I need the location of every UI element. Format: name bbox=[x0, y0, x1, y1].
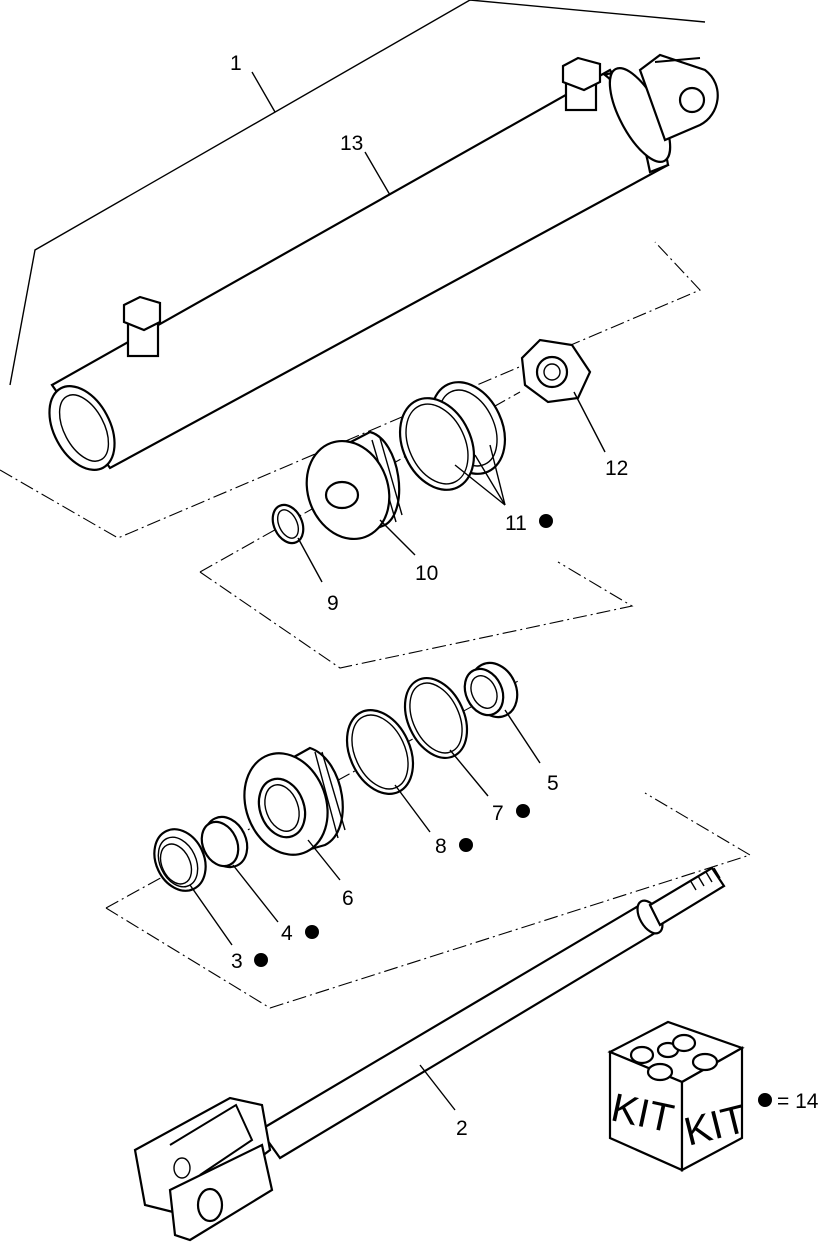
kit-markers bbox=[254, 514, 772, 1107]
callout-4: 4 bbox=[281, 922, 293, 945]
callout-3: 3 bbox=[231, 950, 243, 973]
exploded-plane-piston bbox=[199, 391, 634, 669]
backup-ring-8 bbox=[345, 709, 415, 795]
kit-dot-3 bbox=[254, 953, 268, 967]
kit-legend: = 14 bbox=[777, 1090, 819, 1113]
callout-6: 6 bbox=[342, 887, 354, 910]
callout-2: 2 bbox=[456, 1117, 468, 1140]
kit-dot-7 bbox=[516, 804, 530, 818]
bushing-5 bbox=[463, 661, 519, 719]
callout-5: 5 bbox=[547, 772, 559, 795]
cylinder-barrel bbox=[48, 53, 719, 471]
seal-4 bbox=[200, 815, 249, 869]
o-ring-7 bbox=[403, 677, 469, 759]
piston-nut bbox=[520, 338, 592, 404]
callout-9: 9 bbox=[327, 592, 339, 615]
exploded-plane-upper bbox=[0, 241, 701, 539]
assembly-bracket-line bbox=[9, 0, 706, 386]
callout-8: 8 bbox=[435, 835, 447, 858]
piston-rod bbox=[133, 866, 726, 1242]
callout-11: 11 bbox=[505, 512, 527, 535]
kit-box-icon bbox=[607, 1020, 745, 1172]
gland-6 bbox=[243, 746, 346, 856]
kit-dot-8 bbox=[459, 838, 473, 852]
kit-legend-dot bbox=[758, 1093, 772, 1107]
o-ring-9 bbox=[271, 503, 305, 545]
leader-lines bbox=[189, 71, 606, 1111]
piston-seal-set bbox=[399, 381, 506, 491]
kit-dot-4 bbox=[305, 925, 319, 939]
callout-1: 1 bbox=[230, 52, 242, 75]
callout-7: 7 bbox=[492, 802, 504, 825]
port-fitting-front bbox=[122, 295, 162, 358]
port-fitting-rear bbox=[561, 56, 602, 112]
callout-13: 13 bbox=[340, 132, 363, 155]
callout-12: 12 bbox=[605, 457, 628, 480]
wiper-3 bbox=[153, 828, 207, 892]
callout-labels: 1 13 12 11 10 9 5 7 8 6 4 3 2 bbox=[230, 52, 628, 1140]
callout-10: 10 bbox=[415, 562, 438, 585]
piston bbox=[305, 430, 403, 541]
kit-dot-11 bbox=[539, 514, 553, 528]
